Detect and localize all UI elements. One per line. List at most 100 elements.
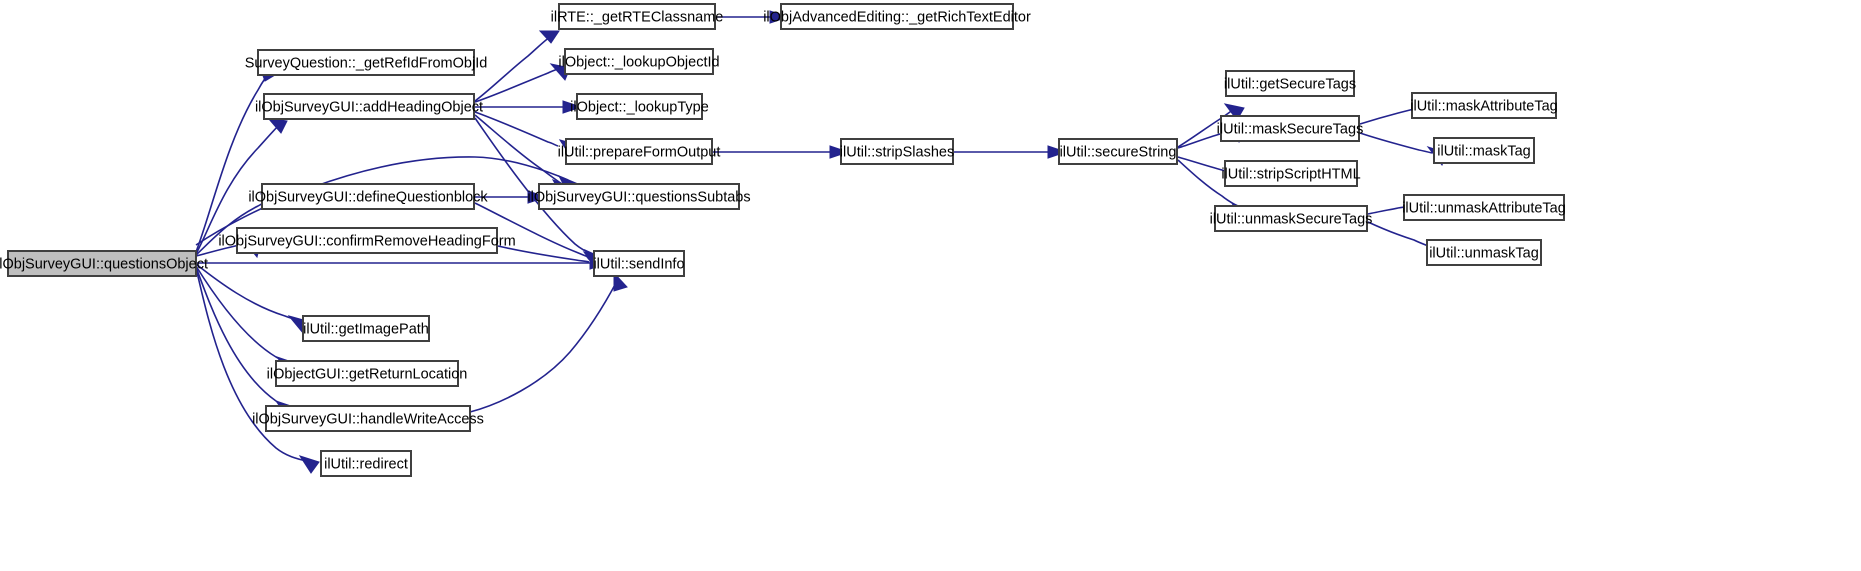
arrowhead-icon	[769, 10, 790, 24]
graph-node-n9[interactable]: ilRTE::_getRTEClassname	[551, 3, 724, 30]
graph-node-n5[interactable]: ilUtil::getImagePath	[302, 315, 430, 342]
node-box[interactable]	[576, 93, 703, 120]
node-label: ilObjSurveyGUI::handleWriteAccess	[252, 411, 484, 427]
node-box[interactable]	[840, 138, 954, 165]
node-box[interactable]	[263, 93, 475, 120]
graph-node-n13[interactable]: ilObjSurveyGUI::questionsSubtabs	[527, 183, 751, 210]
edge-n3-to-n13	[475, 190, 548, 204]
node-label: ilUtil::unmaskAttributeTag	[1402, 200, 1566, 216]
node-label: ilUtil::prepareFormOutput	[558, 144, 721, 160]
graph-node-n18[interactable]: ilUtil::getSecureTags	[1224, 70, 1356, 97]
edge-line	[1359, 132, 1433, 154]
node-label: ilObjAdvancedEditing::_getRichTextEditor	[763, 9, 1031, 25]
node-label: ilUtil::sendInfo	[593, 256, 684, 272]
node-label: ilUtil::unmaskTag	[1429, 245, 1539, 261]
graph-node-n19[interactable]: ilUtil::maskSecureTags	[1217, 115, 1364, 142]
node-box[interactable]	[593, 250, 685, 277]
node-label: ilUtil::stripSlashes	[840, 144, 954, 160]
graph-node-n24[interactable]: ilUtil::unmaskAttributeTag	[1402, 194, 1566, 221]
graph-node-n1[interactable]: SurveyQuestion::_getRefIdFromObjId	[245, 49, 488, 76]
graph-node-n7[interactable]: ilObjSurveyGUI::handleWriteAccess	[252, 405, 484, 432]
node-box[interactable]	[1433, 137, 1535, 164]
node-box[interactable]	[320, 450, 412, 477]
edge-n9-to-n15	[716, 10, 790, 24]
node-box[interactable]	[558, 3, 716, 30]
node-label: ilRTE::_getRTEClassname	[551, 9, 724, 25]
graph-node-n11[interactable]: ilObject::_lookupType	[570, 93, 709, 120]
node-box[interactable]	[564, 48, 714, 75]
node-label: ilUtil::maskTag	[1437, 143, 1530, 159]
graph-node-n21[interactable]: ilUtil::unmaskSecureTags	[1210, 205, 1373, 232]
node-label: ilUtil::unmaskSecureTags	[1210, 211, 1373, 227]
graph-node-n6[interactable]: ilObjectGUI::getReturnLocation	[267, 360, 468, 387]
graph-node-n3[interactable]: ilObjSurveyGUI::defineQuestionblock	[248, 183, 488, 210]
node-box[interactable]	[780, 3, 1014, 30]
node-box[interactable]	[257, 49, 475, 76]
node-box[interactable]	[565, 138, 713, 165]
node-label: ilObject::_lookupType	[570, 99, 709, 115]
node-box[interactable]	[1225, 70, 1355, 97]
graph-node-n16[interactable]: ilUtil::stripSlashes	[840, 138, 954, 165]
node-box[interactable]	[1214, 205, 1368, 232]
graph-node-n0[interactable]: ilObjSurveyGUI::questionsObject	[0, 250, 208, 277]
graph-node-n12[interactable]: ilUtil::prepareFormOutput	[558, 138, 721, 165]
node-box-root[interactable]	[7, 250, 197, 277]
node-label: ilUtil::getImagePath	[303, 321, 429, 337]
node-label: ilObjSurveyGUI::questionsObject	[0, 256, 208, 272]
node-label: ilObject::_lookupObjectId	[558, 54, 719, 70]
node-box[interactable]	[538, 183, 740, 210]
arrowhead-icon	[1047, 145, 1068, 159]
node-label: ilUtil::redirect	[324, 456, 408, 472]
node-box[interactable]	[1224, 160, 1358, 187]
graph-node-n10[interactable]: ilObject::_lookupObjectId	[558, 48, 720, 75]
arrowhead-icon	[527, 190, 548, 204]
edge-n12-to-n16	[713, 145, 850, 159]
node-label: ilObjSurveyGUI::addHeadingObject	[255, 99, 483, 115]
node-box[interactable]	[265, 405, 471, 432]
edge-line	[195, 122, 282, 255]
node-box[interactable]	[1058, 138, 1178, 165]
edge-line	[469, 280, 618, 413]
graph-node-n23[interactable]: ilUtil::maskTag	[1433, 137, 1535, 164]
graph-node-n8[interactable]: ilUtil::redirect	[320, 450, 412, 477]
node-label: ilObjSurveyGUI::questionsSubtabs	[527, 189, 750, 205]
nodes-layer: ilObjSurveyGUI::questionsObject SurveyQue…	[0, 3, 1566, 477]
graph-node-n15[interactable]: ilObjAdvancedEditing::_getRichTextEditor	[763, 3, 1031, 30]
node-label: ilUtil::stripScriptHTML	[1221, 166, 1360, 182]
edge-n2-to-n11	[475, 100, 583, 114]
node-box[interactable]	[261, 183, 475, 210]
edge-n7-to-n14	[469, 271, 628, 413]
graph-node-n22[interactable]: ilUtil::maskAttributeTag	[1410, 92, 1558, 119]
node-label: ilUtil::maskSecureTags	[1217, 121, 1364, 137]
graph-node-n14[interactable]: ilUtil::sendInfo	[593, 250, 685, 277]
edge-line	[474, 68, 559, 103]
node-box[interactable]	[1411, 92, 1557, 119]
arrowhead-icon	[298, 455, 320, 474]
arrowhead-icon	[538, 30, 560, 44]
node-box[interactable]	[236, 227, 498, 254]
node-box[interactable]	[1426, 239, 1542, 266]
node-box[interactable]	[302, 315, 430, 342]
node-box[interactable]	[1403, 194, 1565, 221]
graph-node-n4[interactable]: ilObjSurveyGUI::confirmRemoveHeadingForm	[218, 227, 516, 254]
graph-node-n25[interactable]: ilUtil::unmaskTag	[1426, 239, 1542, 266]
node-label: ilUtil::maskAttributeTag	[1410, 98, 1557, 114]
graph-node-n2[interactable]: ilObjSurveyGUI::addHeadingObject	[255, 93, 483, 120]
graph-node-n17[interactable]: ilUtil::secureString	[1058, 138, 1178, 165]
edge-line	[474, 35, 552, 102]
edge-line	[497, 245, 590, 263]
node-box[interactable]	[275, 360, 459, 387]
edge-line	[195, 267, 308, 462]
node-label: ilUtil::secureString	[1060, 144, 1177, 160]
arrowhead-icon	[613, 271, 628, 292]
node-box[interactable]	[1220, 115, 1360, 142]
edge-n16-to-n17	[954, 145, 1068, 159]
edge-line	[474, 111, 559, 147]
edge-n2-to-n9	[474, 30, 560, 102]
edge-line	[195, 156, 569, 246]
edge-line	[474, 114, 563, 185]
arrowhead-icon	[829, 145, 850, 159]
graph-node-n20[interactable]: ilUtil::stripScriptHTML	[1221, 160, 1361, 187]
